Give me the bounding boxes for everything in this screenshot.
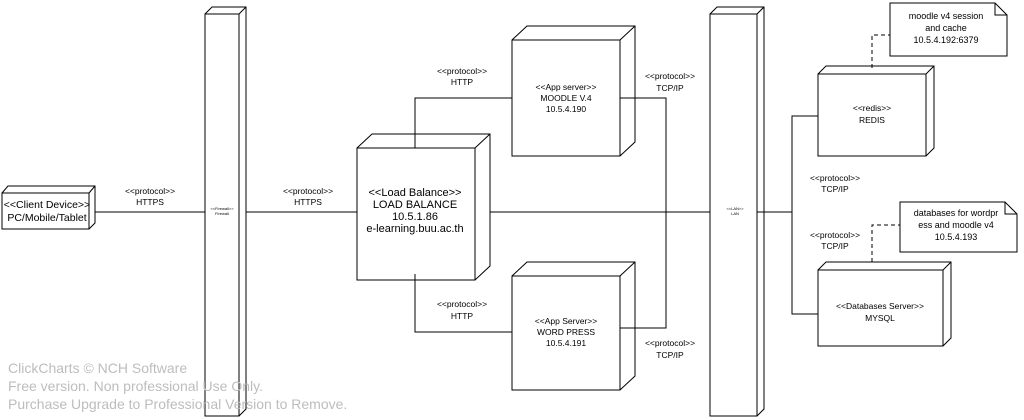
edge-lan-redis[interactable] (757, 115, 818, 213)
client-stereotype: <<Client Device>> (4, 199, 90, 211)
watermark-line3: Purchase Upgrade to Professional Version… (8, 396, 348, 412)
redis-node[interactable] (817, 65, 935, 157)
client-name: PC/Mobile/Tablet (7, 212, 86, 224)
lb-ip: 10.5.1.86 (392, 211, 438, 223)
db-note-line1: databases for wordpr (914, 208, 999, 218)
lb-host: e-learning.buu.ac.th (366, 223, 463, 235)
edge-lan-redis-stereotype: <<protocol>> (810, 173, 860, 183)
db-server-node[interactable] (817, 261, 952, 347)
wordpress-stereotype: <<App Server>> (535, 316, 597, 326)
edge-lb-moodle-label: HTTP (451, 77, 474, 87)
edge-moodle-lan-label: TCP/IP (656, 83, 684, 93)
moodle-name: MOODLE V.4 (540, 93, 591, 103)
watermark-line1: ClickCharts © NCH Software (8, 360, 188, 376)
moodle-server-node[interactable] (511, 25, 636, 157)
edge-lb-moodle-stereotype: <<protocol>> (437, 66, 487, 76)
wordpress-name: WORD PRESS (537, 327, 595, 337)
load-balance-node[interactable] (356, 133, 491, 281)
watermark-line2: Free version. Non professional Use Only. (8, 378, 263, 394)
edge-lan-db-label: TCP/IP (821, 241, 849, 251)
redis-note[interactable] (889, 2, 1008, 57)
db-note[interactable] (899, 201, 1018, 253)
lan-node[interactable] (709, 6, 765, 417)
redis-note-line3: 10.5.4.192:6379 (913, 35, 978, 45)
firewall-stereotype: <<Firewall>> (210, 206, 234, 211)
edge-lan-redis-label: TCP/IP (821, 184, 849, 194)
edge-client-firewall-label: HTTPS (136, 197, 164, 207)
edge-lb-wordpress[interactable] (414, 274, 512, 333)
lb-name: LOAD BALANCE (373, 199, 457, 211)
moodle-ip: 10.5.4.190 (546, 104, 586, 114)
redis-stereotype: <<redis>> (853, 103, 891, 113)
edge-moodle-lan[interactable] (620, 97, 710, 213)
client-device-node[interactable] (1, 185, 96, 230)
db-stereotype: <<Databases Server>> (836, 301, 924, 311)
db-note-line3: 10.5.4.193 (935, 232, 978, 242)
redis-note-line2: and cache (925, 23, 967, 33)
note-link-db (871, 224, 900, 262)
moodle-stereotype: <<App server>> (536, 82, 597, 92)
edge-lb-wordpress-label: HTTP (451, 311, 474, 321)
lb-stereotype: <<Load Balance>> (369, 187, 462, 199)
edge-lb-moodle[interactable] (414, 97, 512, 148)
edge-lb-wordpress-stereotype: <<protocol>> (437, 299, 487, 309)
lan-name: LAN (731, 211, 739, 216)
edge-firewall-lb-label: HTTPS (294, 197, 322, 207)
note-link-redis (871, 34, 890, 68)
edge-wordpress-lan-stereotype: <<protocol>> (645, 338, 695, 348)
firewall-node[interactable] (204, 6, 247, 417)
firewall-name: Firewall (215, 211, 229, 216)
wordpress-server-node[interactable] (511, 261, 636, 391)
db-name: MYSQL (865, 313, 895, 323)
edge-lan-db-stereotype: <<protocol>> (810, 230, 860, 240)
wordpress-ip: 10.5.4.191 (546, 338, 586, 348)
edge-moodle-lan-stereotype: <<protocol>> (645, 71, 695, 81)
lan-stereotype: <<LAN>> (726, 206, 744, 211)
edge-firewall-lb-stereotype: <<protocol>> (283, 186, 333, 196)
redis-note-line1: moodle v4 session (909, 11, 984, 21)
edge-wordpress-lan-label: TCP/IP (656, 350, 684, 360)
db-note-line2: ess and moodle v4 (918, 220, 994, 230)
edge-lan-db[interactable] (791, 212, 818, 315)
redis-name: REDIS (859, 115, 885, 125)
edge-client-firewall-stereotype: <<protocol>> (125, 186, 175, 196)
